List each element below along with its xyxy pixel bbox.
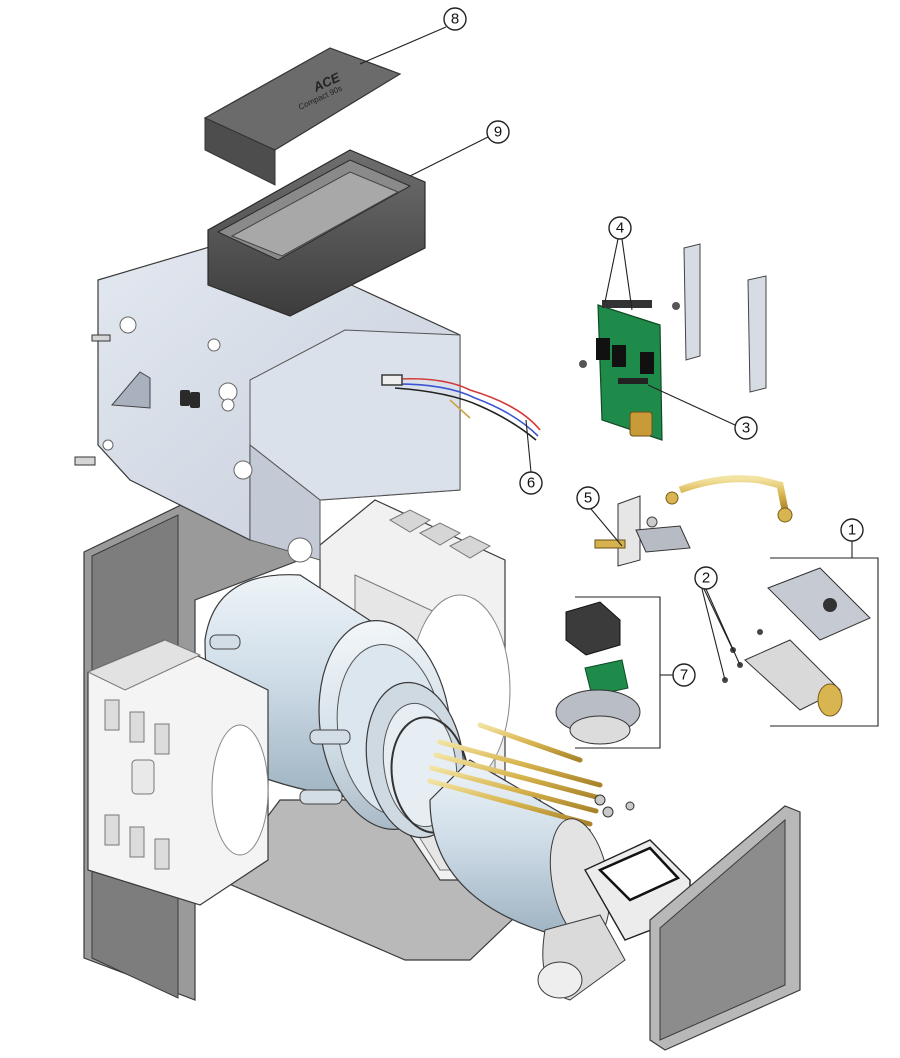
burner-group-1 <box>722 557 879 727</box>
metal-chassis <box>74 234 461 563</box>
callout-2-label: 2 <box>702 570 710 587</box>
callout-1-label: 1 <box>848 522 856 539</box>
blower-group-7 <box>555 596 661 749</box>
gas-valve-5 <box>594 475 793 567</box>
callout-8: 8 <box>443 7 467 31</box>
burner-tube-assembly <box>427 722 691 1001</box>
callout-9-label: 9 <box>494 124 502 141</box>
callout-4-label: 4 <box>616 220 624 237</box>
leader-lines <box>359 26 853 681</box>
callout-7: 7 <box>672 663 696 687</box>
control-board-3 <box>579 300 680 441</box>
callout-6-label: 6 <box>527 475 535 492</box>
callout-7-label: 7 <box>680 667 688 684</box>
callout-2: 2 <box>694 566 718 590</box>
callout-5: 5 <box>576 486 600 510</box>
callout-4: 4 <box>608 216 632 240</box>
wire-harness-6 <box>381 374 541 441</box>
callout-3: 3 <box>734 416 758 440</box>
callout-3-label: 3 <box>742 420 750 437</box>
callout-8-label: 8 <box>451 11 459 28</box>
callout-9: 9 <box>486 120 510 144</box>
front-insulation-block <box>86 639 269 906</box>
top-cover-8: ACE Compact 90s <box>203 47 402 186</box>
front-right-panel <box>649 805 801 1051</box>
callout-6: 6 <box>519 471 543 495</box>
control-housing-9 <box>207 149 426 317</box>
board-brackets <box>683 243 767 393</box>
callout-1: 1 <box>840 518 864 542</box>
callout-5-label: 5 <box>584 490 592 507</box>
